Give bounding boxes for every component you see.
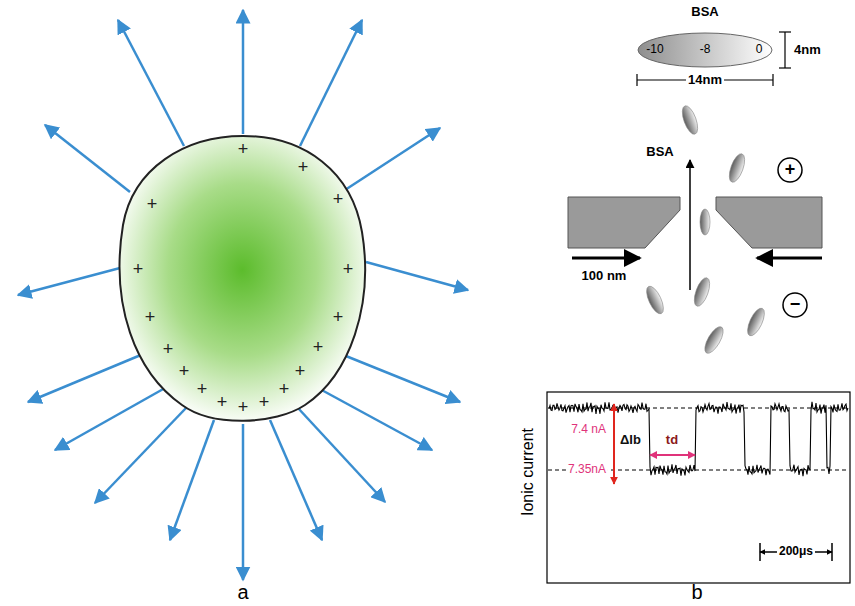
charge-sign: + bbox=[295, 362, 306, 382]
charge-sign: + bbox=[133, 260, 144, 280]
membrane bbox=[568, 197, 822, 248]
charge-sign: + bbox=[197, 380, 208, 400]
panel-letter: b bbox=[691, 581, 702, 603]
charge-sign: + bbox=[343, 260, 354, 280]
current-value: 7.35nA bbox=[566, 463, 608, 476]
charge-sign: + bbox=[179, 362, 190, 382]
translocation-arrow bbox=[689, 160, 691, 290]
dwell-arrow bbox=[650, 454, 695, 456]
delta-label: ΔIb bbox=[620, 433, 641, 447]
dwell-label: td bbox=[666, 433, 678, 447]
current-trace bbox=[549, 402, 848, 476]
polarity-sign: − bbox=[790, 295, 801, 315]
charge-value: 0 bbox=[756, 43, 763, 56]
charge-sign: + bbox=[279, 380, 290, 400]
axis-label: Ionic current bbox=[519, 428, 537, 516]
charge-sign: + bbox=[217, 393, 228, 413]
dimension-label: 14nm bbox=[686, 73, 724, 87]
charge-sign: + bbox=[145, 308, 156, 328]
delta-arrow bbox=[613, 404, 615, 484]
dimension-label: 100 nm bbox=[582, 269, 627, 283]
electrode-circle: − bbox=[782, 292, 808, 318]
charge-sign: + bbox=[298, 158, 309, 178]
charge-sign: + bbox=[238, 140, 249, 160]
charge-sign: + bbox=[147, 195, 158, 215]
bsa-ellipse: BSA-10-80 bbox=[637, 32, 773, 68]
pore-size-arrows bbox=[572, 257, 822, 260]
charge-sign: + bbox=[313, 338, 324, 358]
charge-value: -10 bbox=[646, 43, 663, 56]
panel-letter: a bbox=[237, 581, 248, 603]
level-lines bbox=[548, 408, 849, 470]
scale-bar bbox=[760, 543, 832, 561]
polarity-sign: + bbox=[785, 160, 796, 180]
current-value: 7.4 nA bbox=[569, 423, 608, 436]
cell-body bbox=[120, 136, 365, 421]
current-trace-line bbox=[549, 402, 848, 476]
charge-sign: + bbox=[259, 393, 270, 413]
charge-value: -8 bbox=[700, 43, 711, 56]
molecule-label: BSA bbox=[691, 5, 718, 19]
electrode-circle: + bbox=[777, 157, 803, 183]
charge-sign: + bbox=[238, 398, 249, 418]
trace-frame bbox=[547, 392, 850, 583]
molecule-label: BSA bbox=[646, 145, 673, 159]
dimension-label: 4nm bbox=[794, 43, 821, 57]
charge-sign: + bbox=[333, 308, 344, 328]
charge-sign: + bbox=[163, 340, 174, 360]
scale-label: 200μs bbox=[777, 545, 815, 558]
charge-sign: + bbox=[333, 190, 344, 210]
field-arrows bbox=[18, 10, 468, 580]
